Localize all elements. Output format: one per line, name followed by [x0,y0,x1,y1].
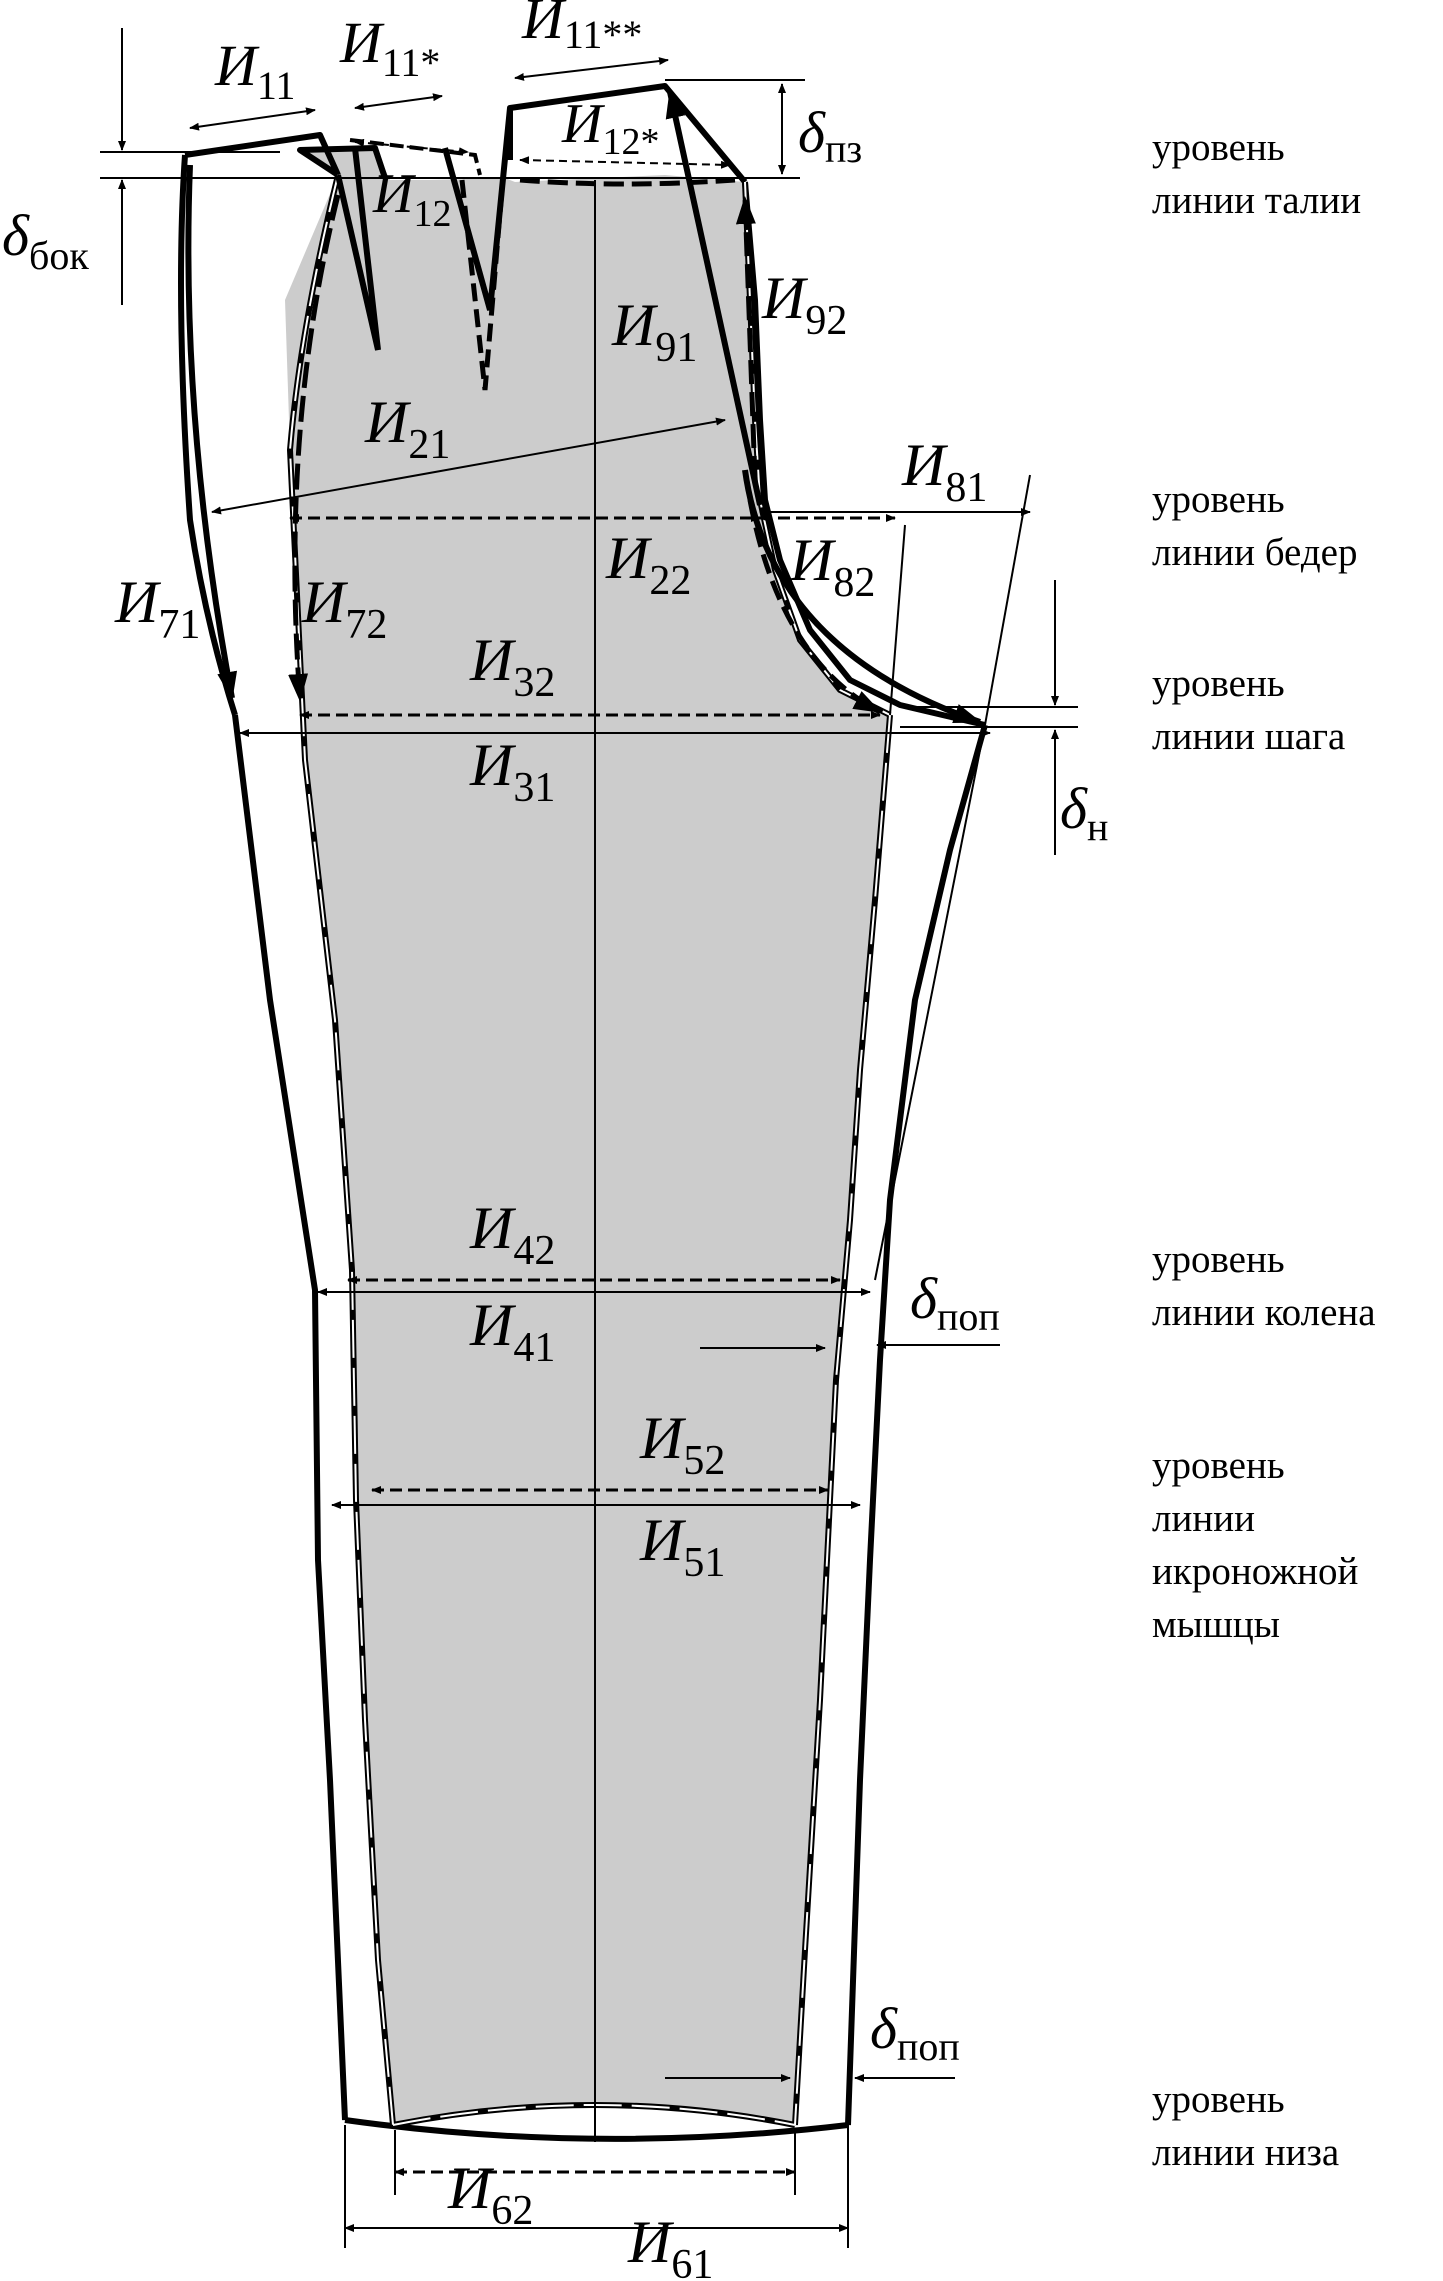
label-dpop2: δпоп [870,1996,960,2069]
label-i32: И32 [469,627,555,706]
label-i71: И71 [114,569,200,648]
i71-arrow [185,164,238,700]
label-i42: И42 [469,1195,555,1274]
label-i52: И52 [639,1405,725,1484]
label-i22: И22 [605,525,691,604]
front-waist [519,177,736,187]
label-i12: И12 [372,163,451,235]
label-i61: И61 [627,2209,713,2281]
i12s-arrow [519,156,731,169]
i91-arrow [665,90,763,506]
i11s-arrow [354,93,443,111]
i12-arrow [354,138,469,156]
i21-arrow [211,417,726,515]
label-i11s: И11* [339,10,440,85]
crotch-curve-front [747,499,882,715]
back-outline [178,83,988,2142]
label-i81: И81 [901,432,987,511]
label-dpz: δпз [798,100,862,171]
dart-front-2 [459,179,505,391]
label-i31: И31 [469,732,555,811]
dart-back-1 [335,147,381,351]
label-dpop1: δпоп [910,1266,1000,1339]
label-i21: И21 [364,389,450,468]
i11ss-arrow [514,57,669,81]
i81-guide [984,474,1031,726]
label-i91: И91 [611,292,697,371]
i72-arrow [288,194,341,702]
knee-guide [874,724,986,1281]
front-panel-fill [285,148,890,2125]
label-dbok: δбок [2,203,89,278]
i11-arrow [189,107,316,131]
label-dn: δн [1060,776,1108,849]
label-i82: И82 [789,527,875,606]
label-i62: И62 [447,2155,533,2234]
label-i92: И92 [761,265,847,344]
label-i11ss: И11** [521,0,642,57]
i92-arrow [735,196,758,481]
label-i72: И72 [301,569,387,648]
label-i51: И51 [639,1507,725,1586]
label-i11: И11 [214,33,295,108]
label-i41: И41 [469,1292,555,1371]
front-outline-dash [288,174,891,2126]
label-i12s: И12* [561,93,659,163]
